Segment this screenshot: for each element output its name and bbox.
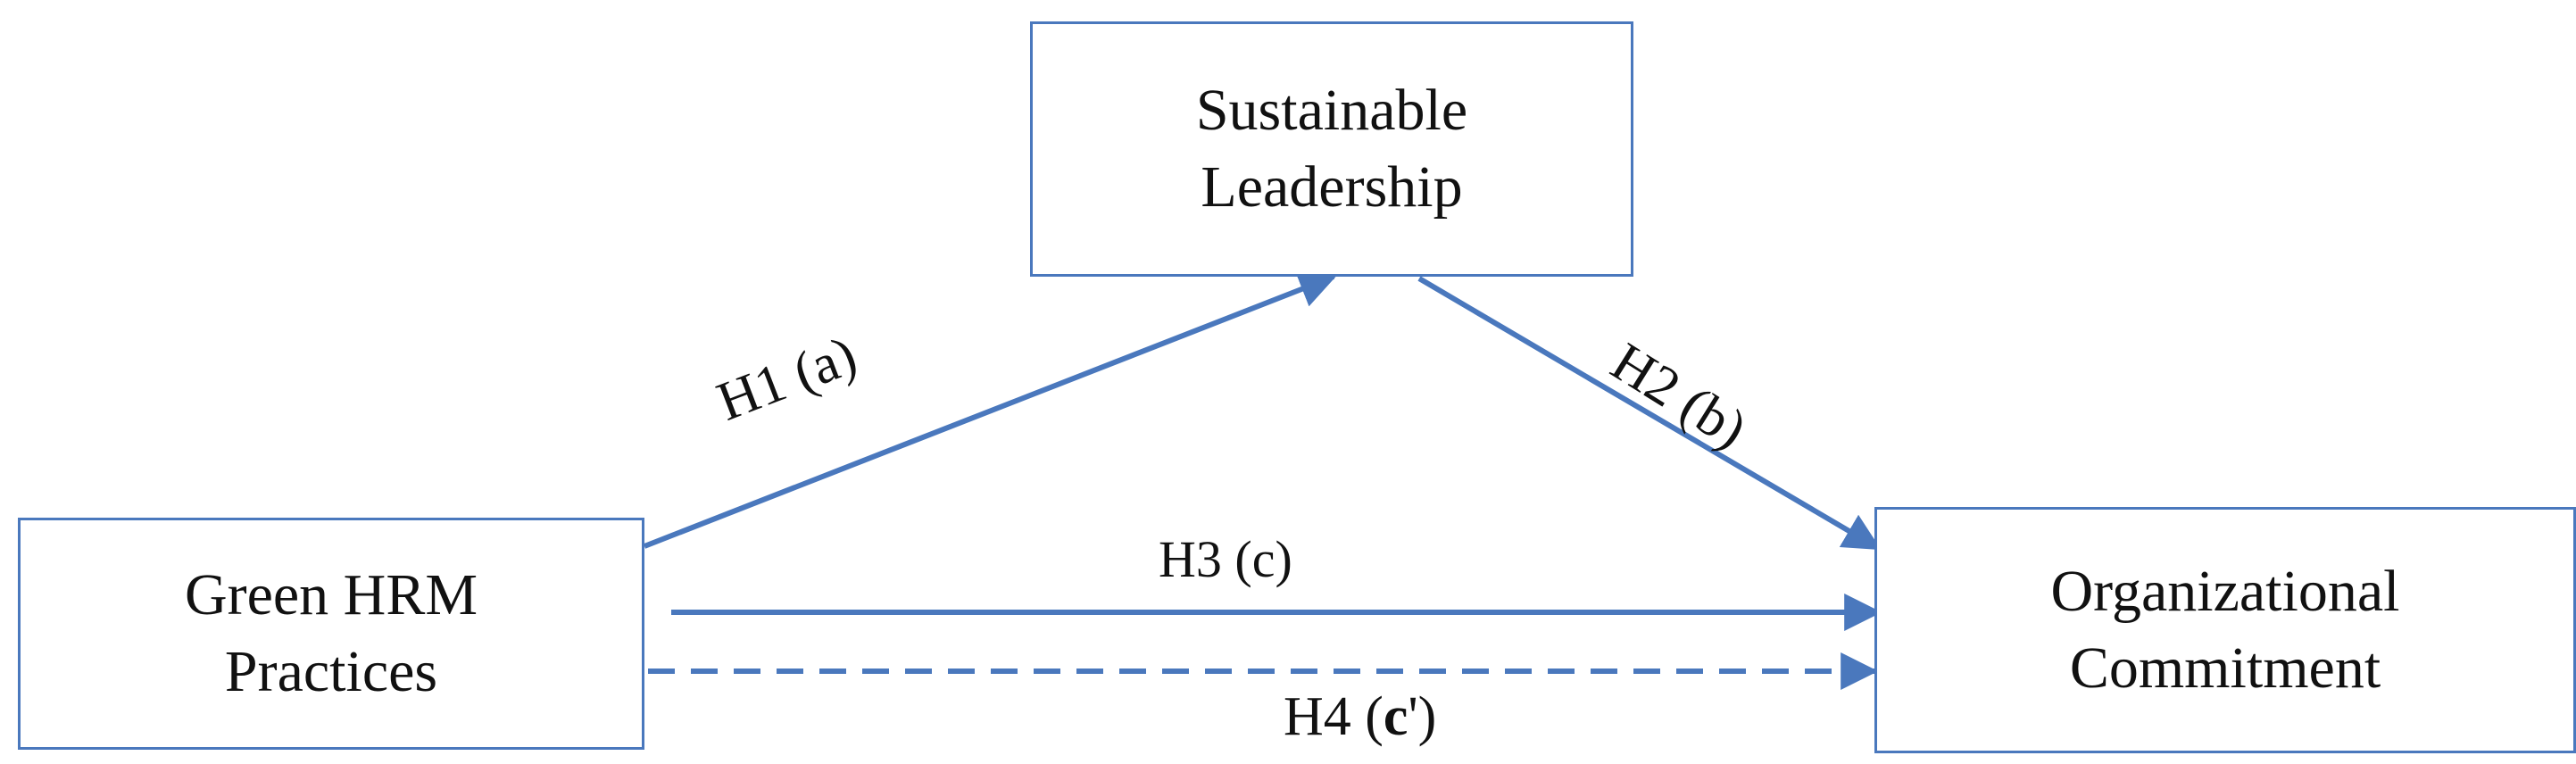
node-label-line1: Organizational	[2050, 559, 2400, 625]
edge-label-h3: H3 (c)	[1159, 534, 1292, 585]
node-organizational-commitment: Organizational Commitment	[1874, 507, 2576, 753]
node-label-line2: Leadership	[1201, 154, 1463, 220]
hypothesis-label: H3 (c)	[1159, 530, 1292, 588]
node-label-line2: Commitment	[2069, 635, 2381, 701]
node-label-line2: Practices	[224, 639, 438, 704]
arrow-h1	[643, 271, 1337, 549]
node-green-hrm-practices: Green HRM Practices	[18, 518, 644, 750]
path-coefficient: c	[1383, 686, 1408, 747]
path-prime: ')	[1408, 686, 1437, 747]
arrow-h2	[1417, 276, 1882, 551]
node-label-line1: Green HRM	[184, 562, 478, 628]
node-label-line1: Sustainable	[1195, 78, 1468, 144]
edge-label-h4: H4 (c')	[1284, 689, 1436, 744]
hypothesis-id: H4 (	[1284, 686, 1384, 747]
node-sustainable-leadership: Sustainable Leadership	[1030, 21, 1633, 277]
